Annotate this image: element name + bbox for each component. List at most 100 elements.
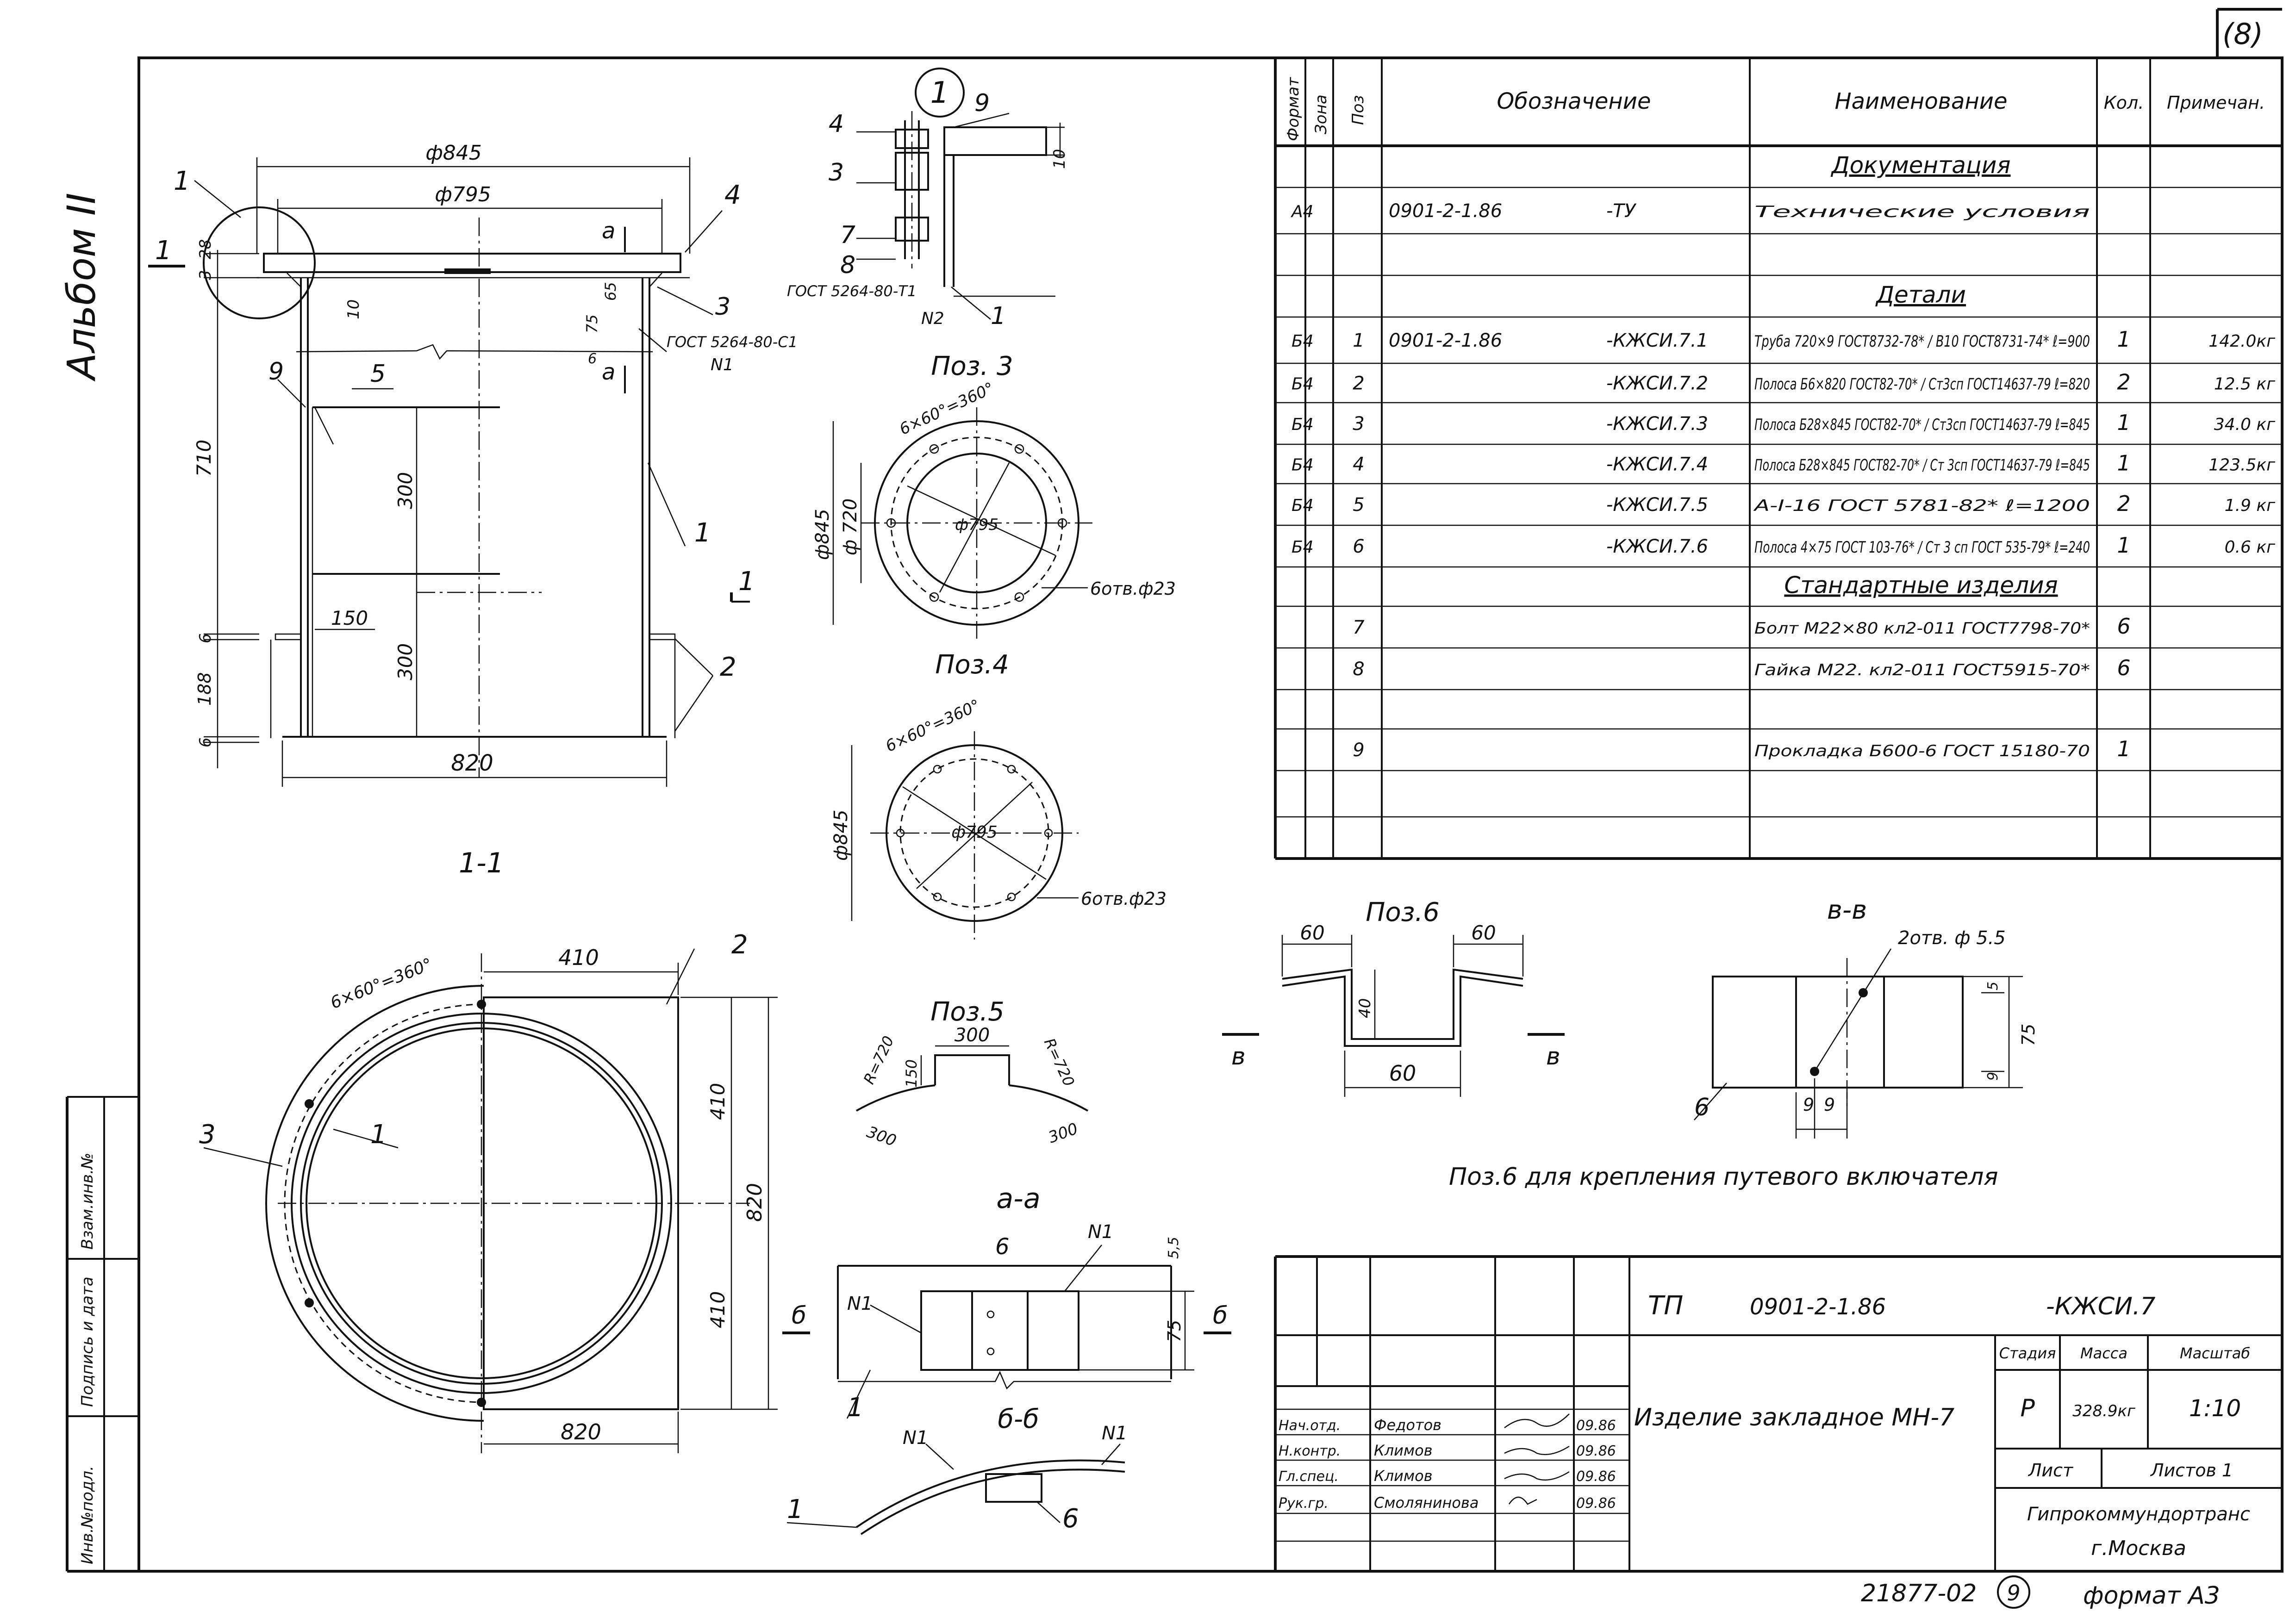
signer-date: 09.86 xyxy=(1576,1443,1616,1459)
format-label: формат А3 xyxy=(2083,1582,2220,1610)
spec-cell-name: Труба 720×9 ГОСТ8732-78* / В10 ГОСТ8731-… xyxy=(1754,332,2090,351)
spec-cell-pos: 4 xyxy=(1353,454,1364,475)
section11-dim-820-bottom: 820 xyxy=(561,1419,601,1444)
sheet-number: (8) xyxy=(2222,17,2263,51)
poz5-dim-150: 150 xyxy=(903,1059,920,1088)
spec-cell-designation-suffix: -КЖСИ.7.5 xyxy=(1606,494,1708,516)
signer-role: Гл.спец. xyxy=(1279,1468,1339,1485)
main-dim-outer: ф845 xyxy=(425,141,482,165)
spec-cell-format: Б4 xyxy=(1292,456,1314,475)
poz5-r-right: R=720 xyxy=(1041,1035,1078,1089)
section-vv-title: в-в xyxy=(1827,895,1867,925)
signer-role: Нач.отд. xyxy=(1279,1418,1341,1434)
title-item-name: Изделие закладное МН-7 xyxy=(1634,1404,1954,1431)
poz4-holes-pattern: 6×60°=360° xyxy=(883,696,983,756)
spec-cell-designation-suffix: -КЖСИ.7.2 xyxy=(1606,373,1708,394)
spec-header-qty: Кол. xyxy=(2104,93,2144,113)
spec-cell-designation-suffix: -КЖСИ.7.1 xyxy=(1606,330,1708,351)
spec-section-heading: Детали xyxy=(1875,281,1966,308)
section-1-1-view xyxy=(203,948,778,1453)
spec-cell-name: Полоса 4×75 ГОСТ 103-76* / Ст 3 сп ГОСТ … xyxy=(1754,538,2090,557)
spec-cell-qty: 1 xyxy=(2117,451,2130,476)
detail1-weld-code: N2 xyxy=(921,309,944,328)
section-bb-view xyxy=(786,1444,1125,1535)
detail1-dim-10: 10 xyxy=(1050,149,1069,169)
section-bb-weld-b: N1 xyxy=(1102,1423,1127,1444)
main-callout-9: 9 xyxy=(268,358,284,386)
section-vv-holes: 2отв. ф 5.5 xyxy=(1898,927,2006,949)
spec-header-zone: Зона xyxy=(1312,94,1330,134)
spec-table-grid xyxy=(1274,58,2282,860)
note-poz6: Поз.6 для крепления путевого включателя xyxy=(1449,1163,1998,1191)
section-aa-part: 6 xyxy=(995,1234,1010,1260)
main-dim-28: 28 xyxy=(196,239,215,259)
poz4-d-outer: ф845 xyxy=(830,809,852,861)
detail1-callout-4: 4 xyxy=(829,110,844,138)
section11-dim-410-a: 410 xyxy=(706,1083,729,1120)
main-elevation-view xyxy=(148,157,750,787)
spec-cell-note: 1.9 кг xyxy=(2225,496,2276,515)
signer-role: Н.контр. xyxy=(1279,1443,1341,1459)
side-stamp-replace: Взам.инв.№ xyxy=(78,1153,97,1250)
detail1-callout-8: 8 xyxy=(840,251,855,279)
signer-name: Климов xyxy=(1374,1467,1433,1485)
detail1-weld-label: ГОСТ 5264-80-Т1 xyxy=(787,282,917,300)
poz6-dim-60-bottom: 60 xyxy=(1389,1061,1416,1086)
main-dim-710: 710 xyxy=(193,440,215,477)
title-block-grid xyxy=(1274,1255,2282,1571)
spec-cell-format: Б4 xyxy=(1292,375,1314,394)
spec-cell-qty: 2 xyxy=(2117,370,2130,395)
spec-cell-pos: 9 xyxy=(1353,740,1364,761)
signer-name: Федотов xyxy=(1374,1416,1441,1434)
detail1-callout-1: 1 xyxy=(991,302,1006,330)
spec-cell-designation: 0901-2-1.86 xyxy=(1389,200,1502,222)
spec-cell-qty: 1 xyxy=(2117,327,2130,352)
title-stage-header: Стадия xyxy=(1999,1344,2056,1362)
main-dim-300b: 300 xyxy=(394,643,417,680)
spec-cell-qty: 1 xyxy=(2117,533,2130,558)
main-dim-3: 3 xyxy=(196,270,215,280)
spec-cell-format: А4 xyxy=(1291,202,1314,221)
section11-dim-410-b: 410 xyxy=(706,1291,729,1328)
title-scale-header: Масштаб xyxy=(2180,1344,2250,1362)
spec-cell-designation-suffix: -КЖСИ.7.4 xyxy=(1606,454,1708,475)
spec-cell-qty: 6 xyxy=(2117,614,2130,639)
spec-header-designation: Обозначение xyxy=(1497,88,1651,114)
title-code: -КЖСИ.7 xyxy=(2046,1293,2156,1320)
poz5-title: Поз.5 xyxy=(930,997,1004,1027)
main-callout-1b: 1 xyxy=(694,518,711,548)
side-stamp-signature: Подпись и дата xyxy=(78,1276,97,1407)
detail1-callout-3: 3 xyxy=(829,159,844,187)
spec-cell-qty: 1 xyxy=(2117,736,2130,761)
spec-cell-name: Гайка М22. кл2-011 ГОСТ5915-70* xyxy=(1754,661,2090,679)
main-dim-bottom: 820 xyxy=(451,750,493,776)
title-stage: Р xyxy=(2020,1394,2035,1422)
section11-dim-820-side: 820 xyxy=(743,1183,767,1222)
doc-sheet: 9 xyxy=(2007,1580,2020,1605)
main-dim-188: 188 xyxy=(194,672,215,706)
poz3-holes: 6отв.ф23 xyxy=(1090,579,1176,599)
poz3-d-inner: ф795 xyxy=(955,516,998,534)
spec-cell-pos: 8 xyxy=(1353,659,1364,680)
title-project: 0901-2-1.86 xyxy=(1750,1294,1886,1320)
poz3-title: Поз. 3 xyxy=(931,351,1013,381)
doc-sheet-circle xyxy=(1997,1575,2030,1609)
main-dim-6a: 6 xyxy=(196,633,215,643)
title-scale: 1:10 xyxy=(2189,1395,2241,1422)
spec-cell-designation: 0901-2-1.86 xyxy=(1389,330,1502,351)
main-dim-300a: 300 xyxy=(394,472,417,509)
section-aa-title: а-а xyxy=(996,1182,1040,1215)
section-bb-weld-a: N1 xyxy=(903,1427,928,1449)
spec-cell-qty: 2 xyxy=(2117,491,2130,516)
spec-cell-note: 12.5 кг xyxy=(2214,375,2276,394)
poz5-dim-300-top: 300 xyxy=(955,1025,990,1046)
signer-date: 09.86 xyxy=(1576,1468,1616,1485)
poz3-d-outer: ф845 xyxy=(812,509,833,560)
main-dim-150: 150 xyxy=(331,607,368,629)
spec-header-format: Формат xyxy=(1284,77,1303,141)
title-tp: ТП xyxy=(1648,1291,1683,1321)
title-mass: 328.9кг xyxy=(2072,1402,2136,1420)
main-weld-sym: 6 xyxy=(588,351,597,367)
spec-section-heading: Документация xyxy=(1831,152,2011,179)
